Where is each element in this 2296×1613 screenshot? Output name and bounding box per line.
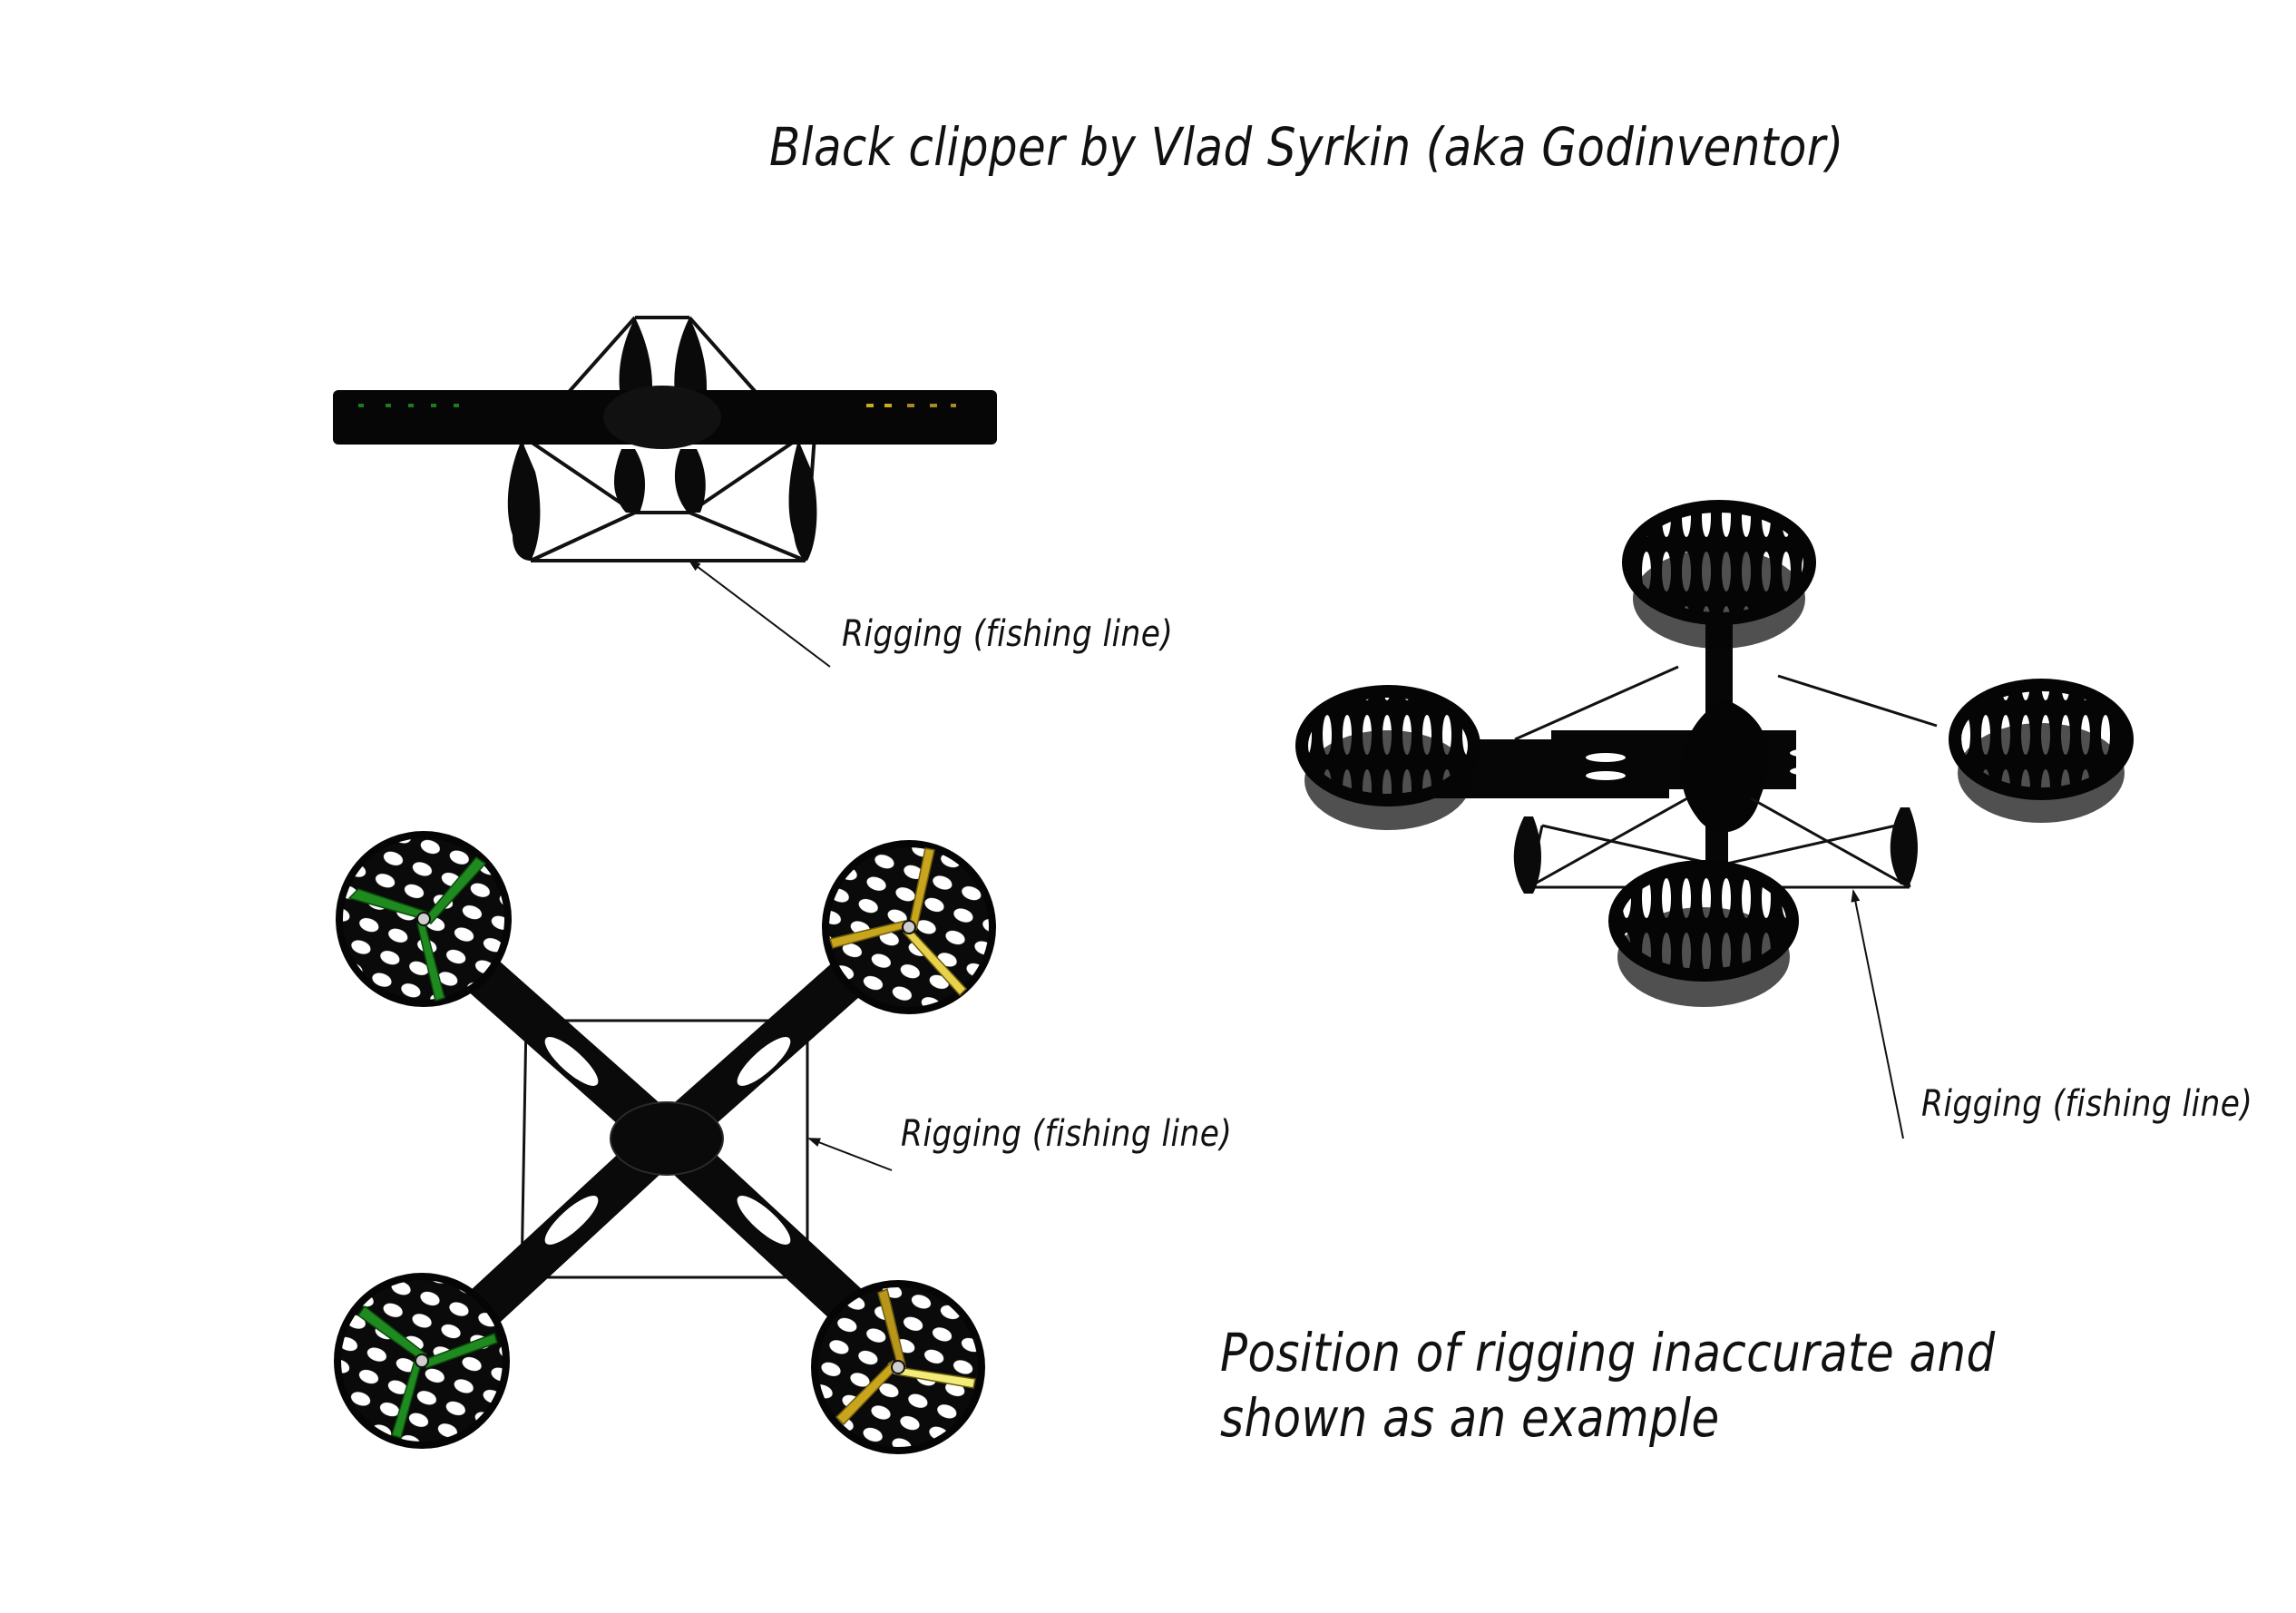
top-view-rotor-front-left	[336, 831, 512, 1007]
side-view-lower-pod-center-right	[674, 449, 706, 513]
top-view-rotor-rear-right	[811, 1280, 985, 1454]
top-view-center-hub	[610, 1101, 724, 1176]
top-view-drawing	[334, 831, 996, 1454]
side-view-lower-pod-left	[507, 440, 541, 561]
top-view-rotor-rear-left	[334, 1273, 510, 1449]
perspective-view-drawing	[1295, 500, 2134, 1139]
perspective-center-body	[1681, 699, 1769, 833]
rigging-note: Position of rigging inaccurate and shown…	[1220, 1320, 1996, 1451]
perspective-rotor-cage-top	[1622, 500, 1816, 649]
top-view-rigging-label: Rigging (fishing line)	[901, 1113, 1233, 1155]
perspective-view-rigging-label: Rigging (fishing line)	[1921, 1083, 2253, 1125]
propeller-green-rear-left	[357, 1305, 498, 1439]
side-view-center-hub	[603, 386, 721, 449]
drawing-title: Black clipper by Vlad Syrkin (aka Godinv…	[769, 116, 1844, 178]
side-view-lower-pod-center-left	[613, 449, 646, 513]
perspective-view-leader-line	[1851, 889, 1904, 1139]
side-view-green-prop-detail	[358, 404, 459, 407]
side-view-gold-prop-detail	[866, 404, 956, 407]
perspective-rotor-cage-right	[1949, 679, 2134, 823]
rigging-note-line-1: Position of rigging inaccurate and	[1220, 1322, 1996, 1383]
perspective-arm-slots	[1586, 748, 1830, 780]
perspective-rotor-cage-left	[1295, 685, 1480, 830]
top-view-rotor-front-right	[822, 840, 996, 1014]
top-view-leader-line	[807, 1138, 893, 1171]
side-view-rigging-label: Rigging (fishing line)	[842, 613, 1174, 655]
rigging-note-line-2: shown as an example	[1220, 1387, 1720, 1449]
perspective-rotor-cage-bottom	[1608, 860, 1799, 1007]
perspective-pod-left	[1513, 816, 1541, 894]
side-view-lower-pod-right	[788, 440, 817, 561]
perspective-pod-right	[1890, 807, 1918, 885]
side-view-leader-line	[688, 559, 831, 668]
side-view-drawing	[333, 316, 997, 668]
